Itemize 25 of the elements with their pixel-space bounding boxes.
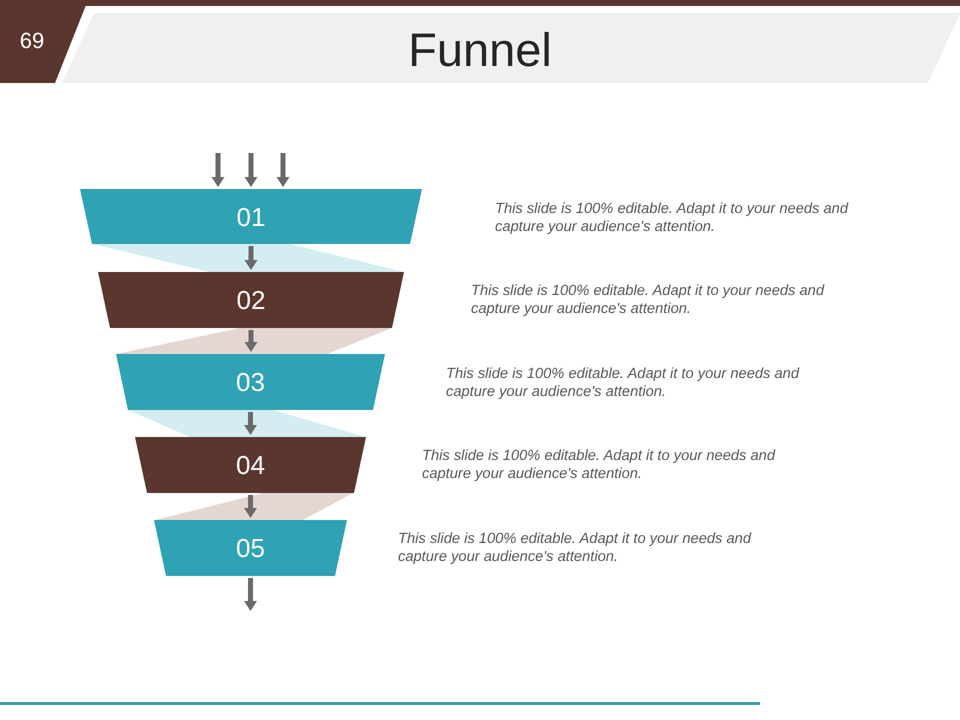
arrow — [244, 578, 257, 611]
description-text: This slide is 100% editable. Adapt it to your needs and capture your audience's attention. — [471, 282, 826, 318]
funnel-segment — [116, 354, 385, 410]
arrow — [244, 153, 258, 187]
description-text: This slide is 100% editable. Adapt it to your needs and capture your audience's attention. — [422, 447, 776, 483]
description-text: This slide is 100% editable. Adapt it to your needs and capture your audience's attention. — [446, 365, 800, 401]
slide-number: 69 — [20, 28, 44, 54]
funnel-segment — [135, 437, 366, 493]
stage-number: 01 — [236, 202, 266, 232]
description-text: This slide is 100% editable. Adapt it to your needs and capture your audience's attention. — [495, 200, 850, 236]
funnel-segment — [154, 520, 347, 576]
slide-title: Funnel — [408, 23, 552, 77]
arrow — [212, 153, 224, 187]
arrow — [276, 153, 290, 187]
stage-number: 05 — [236, 533, 265, 563]
stage-number: 02 — [236, 285, 266, 315]
funnel-segment — [80, 189, 422, 244]
stage-number: 03 — [236, 367, 265, 397]
arrow — [244, 412, 257, 435]
funnel-segment — [98, 272, 404, 328]
stage-number: 04 — [236, 450, 265, 480]
arrow — [244, 495, 257, 518]
arrow — [244, 246, 258, 270]
arrow — [244, 330, 258, 352]
description-text: This slide is 100% editable. Adapt it to your needs and capture your audience's attention. — [398, 530, 752, 566]
